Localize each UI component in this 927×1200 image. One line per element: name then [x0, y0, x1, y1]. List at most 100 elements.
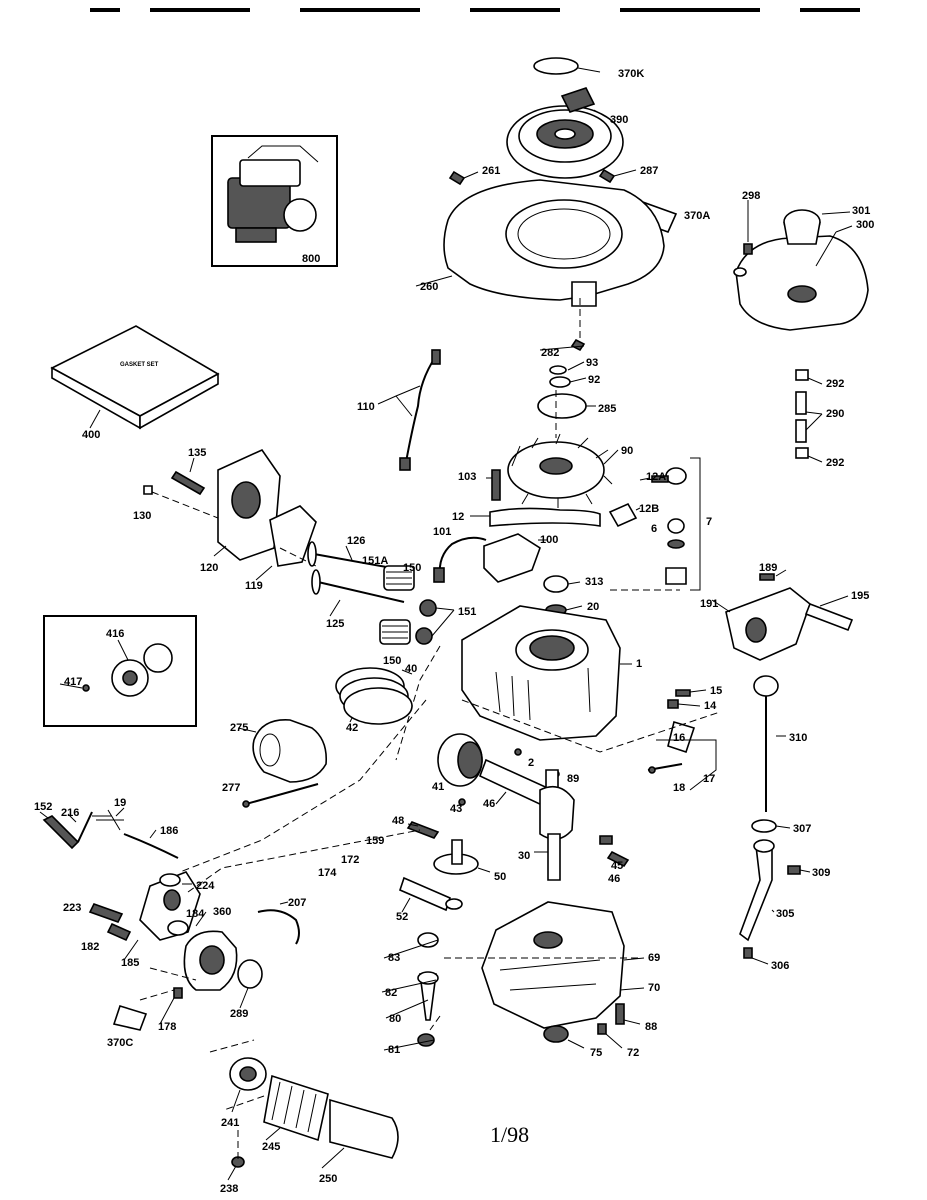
part-label-151: 151 — [458, 606, 476, 618]
throttle-linkage — [39, 807, 179, 859]
air-cleaner — [209, 1039, 399, 1181]
part-label-93: 93 — [586, 357, 598, 369]
part-label-191: 191 — [700, 598, 718, 610]
part-label-12b: 12B — [639, 503, 659, 515]
part-label-172: 172 — [341, 854, 359, 866]
carburetor — [88, 829, 421, 1031]
gasket-set-text: GASKET SET — [120, 362, 159, 368]
part-label-416: 416 — [106, 628, 124, 640]
rewind-starter — [506, 87, 624, 179]
part-label-100: 100 — [540, 534, 558, 546]
part-label-82: 82 — [385, 987, 397, 999]
part-label-298: 298 — [742, 190, 760, 202]
carb-adapter-parts — [143, 448, 317, 581]
part-label-224: 224 — [196, 880, 215, 892]
part-label-292: 292 — [826, 378, 844, 390]
governor-gear — [399, 839, 491, 913]
part-label-306: 306 — [771, 960, 789, 972]
part-label-2: 2 — [528, 757, 534, 769]
part-label-89: 89 — [567, 773, 579, 785]
part-label-90: 90 — [621, 445, 633, 457]
part-label-40: 40 — [405, 663, 417, 675]
fuel-tank — [733, 200, 869, 331]
blower-housing — [415, 179, 665, 307]
control-bracket — [711, 569, 854, 661]
part-label-72: 72 — [627, 1047, 639, 1059]
part-label-390: 390 — [610, 114, 628, 126]
part-label-310: 310 — [789, 732, 807, 744]
part-label-174: 174 — [318, 867, 337, 879]
piston-rings — [335, 667, 413, 725]
part-label-20: 20 — [587, 601, 599, 613]
cylinder-block — [461, 605, 632, 741]
part-label-120: 120 — [200, 562, 218, 574]
crankshaft — [406, 769, 630, 881]
breather-parts — [470, 457, 701, 591]
part-label-313: 313 — [585, 576, 603, 588]
part-label-360: 360 — [213, 906, 231, 918]
part-label-1: 1 — [636, 658, 642, 670]
part-label-81: 81 — [388, 1044, 400, 1056]
crankcase-sump — [381, 901, 645, 1051]
dipstick-tube — [739, 675, 811, 965]
part-label-301: 301 — [852, 205, 870, 217]
part-label-152: 152 — [34, 801, 52, 813]
part-label-185: 185 — [121, 957, 139, 969]
part-label-216: 216 — [61, 807, 79, 819]
part-label-135: 135 — [188, 447, 206, 459]
part-label-15: 15 — [710, 685, 722, 697]
part-label-285: 285 — [598, 403, 616, 415]
part-label-30: 30 — [518, 850, 530, 862]
part-label-12a: 12A — [646, 471, 666, 483]
inset-engine-assembly — [211, 135, 338, 267]
part-label-289: 289 — [230, 1008, 248, 1020]
part-label-300: 300 — [856, 219, 874, 231]
part-label-305: 305 — [776, 908, 794, 920]
muffler — [237, 719, 328, 808]
part-label-275: 275 — [230, 722, 248, 734]
fasteners-261-287 — [448, 168, 637, 186]
part-label-238: 238 — [220, 1183, 238, 1195]
part-label-178: 178 — [158, 1021, 176, 1033]
part-label-290: 290 — [826, 408, 844, 420]
part-label-800: 800 — [302, 253, 320, 265]
part-label-18: 18 — [673, 782, 685, 794]
part-label-307: 307 — [793, 823, 811, 835]
part-label-50: 50 — [494, 871, 506, 883]
part-label-370c: 370C — [107, 1037, 133, 1049]
part-label-370a: 370A — [684, 210, 710, 222]
part-label-277: 277 — [222, 782, 240, 794]
gasket-set: GASKET SET — [50, 325, 220, 430]
part-label-223: 223 — [63, 902, 81, 914]
part-label-250: 250 — [319, 1173, 337, 1185]
part-label-400: 400 — [82, 429, 100, 441]
part-label-70: 70 — [648, 982, 660, 994]
part-label-119: 119 — [245, 580, 263, 592]
part-label-150: 150 — [403, 562, 421, 574]
part-label-83: 83 — [388, 952, 400, 964]
part-label-207: 207 — [288, 897, 306, 909]
part-label-182: 182 — [81, 941, 99, 953]
part-label-69: 69 — [648, 952, 660, 964]
part-label-261: 261 — [482, 165, 500, 177]
part-label-19: 19 — [114, 797, 126, 809]
part-label-241: 241 — [221, 1117, 239, 1129]
part-label-159: 159 — [366, 835, 384, 847]
part-label-12: 12 — [452, 511, 464, 523]
part-label-260: 260 — [420, 281, 438, 293]
part-label-245: 245 — [262, 1141, 280, 1153]
part-label-17: 17 — [703, 773, 715, 785]
assembly-guide-lines — [179, 298, 721, 873]
part-label-41: 41 — [432, 781, 444, 793]
part-label-48: 48 — [392, 815, 404, 827]
part-label-195: 195 — [851, 590, 869, 602]
valve-cover-seal — [543, 575, 583, 616]
part-label-130: 130 — [133, 510, 151, 522]
part-label-101: 101 — [433, 526, 451, 538]
part-label-151a: 151A — [362, 555, 388, 567]
part-label-186: 186 — [160, 825, 178, 837]
part-label-88: 88 — [645, 1021, 657, 1033]
fuel-line-clamps — [795, 369, 823, 463]
part-label-43: 43 — [450, 803, 462, 815]
